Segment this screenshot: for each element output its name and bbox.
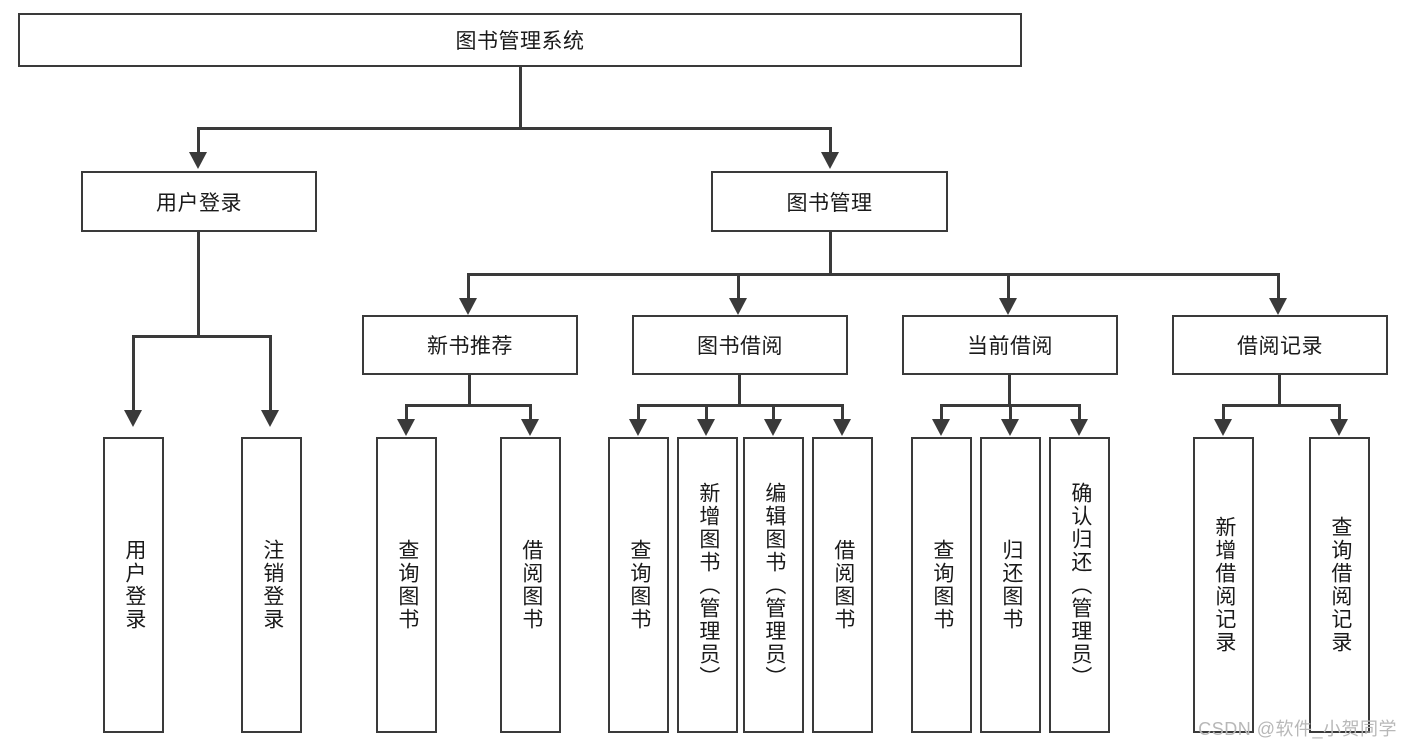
node-borrow-record[interactable]: 借阅记录 xyxy=(1172,315,1388,375)
connector-book-borrow-stem xyxy=(738,375,741,407)
connector-bm-to-current-borrow xyxy=(1007,273,1010,303)
leaf-book-borrow-borrow-book[interactable]: 借阅图书 xyxy=(812,437,873,733)
arrowhead-root-to-book-management xyxy=(821,152,839,169)
connector-user-login-to-leaf-1 xyxy=(132,335,135,411)
connector-root-stem xyxy=(519,67,522,127)
connector-current-borrow-stem xyxy=(1008,375,1011,407)
connector-borrow-record-stem xyxy=(1278,375,1281,407)
connector-bm-to-book-borrow xyxy=(737,273,740,303)
leaf-new-book-query-book[interactable]: 查询图书 xyxy=(376,437,437,733)
connector-user-login-bus xyxy=(132,335,271,338)
node-label: 图书借阅 xyxy=(697,335,783,358)
watermark-text: CSDN @软件_小贺同学 xyxy=(1198,719,1397,739)
connector-borrow-record-to-leaf-1 xyxy=(1222,404,1225,421)
node-label: 图书管理系统 xyxy=(455,30,585,53)
arrowhead-borrow-record-to-leaf-1 xyxy=(1214,419,1232,436)
connector-book-management-bus xyxy=(467,273,1277,276)
connector-bm-to-new-book xyxy=(467,273,470,303)
arrowhead-book-borrow-to-leaf-4 xyxy=(833,419,851,436)
connector-book-borrow-to-leaf-1 xyxy=(637,404,640,421)
node-label: 借阅图书 xyxy=(519,539,543,631)
connector-root-bus xyxy=(197,127,832,130)
node-label: 用户登录 xyxy=(156,191,242,215)
node-book-management[interactable]: 图书管理 xyxy=(711,171,948,232)
arrowhead-bm-to-borrow-record xyxy=(1269,298,1287,315)
node-label: 新书推荐 xyxy=(427,335,513,358)
connector-new-book-bus xyxy=(405,404,532,407)
connector-bm-to-borrow-record xyxy=(1277,273,1280,303)
leaf-book-borrow-query-book[interactable]: 查询图书 xyxy=(608,437,669,733)
leaf-current-borrow-return-book[interactable]: 归还图书 xyxy=(980,437,1041,733)
arrowhead-bm-to-book-borrow xyxy=(729,298,747,315)
connector-book-borrow-to-leaf-3 xyxy=(772,404,775,421)
leaf-new-book-borrow-book[interactable]: 借阅图书 xyxy=(500,437,561,733)
arrowhead-bm-to-current-borrow xyxy=(999,298,1017,315)
connector-book-borrow-to-leaf-4 xyxy=(841,404,844,421)
connector-current-borrow-to-leaf-2 xyxy=(1009,404,1012,421)
leaf-book-borrow-edit-book-admin[interactable]: 编辑图书（管理员） xyxy=(743,437,804,733)
node-book-borrow[interactable]: 图书借阅 xyxy=(632,315,848,375)
connector-new-book-to-leaf-2 xyxy=(529,404,532,421)
connector-user-login-to-leaf-2 xyxy=(269,335,272,411)
connector-current-borrow-to-leaf-3 xyxy=(1078,404,1081,421)
connector-current-borrow-to-leaf-1 xyxy=(940,404,943,421)
node-user-login[interactable]: 用户登录 xyxy=(81,171,317,232)
node-label: 查询图书 xyxy=(395,539,419,631)
arrowhead-book-borrow-to-leaf-1 xyxy=(629,419,647,436)
node-label: 归还图书 xyxy=(999,539,1023,631)
arrowhead-new-book-to-leaf-2 xyxy=(521,419,539,436)
node-new-book-recommend[interactable]: 新书推荐 xyxy=(362,315,578,375)
node-label: 借阅记录 xyxy=(1237,335,1323,358)
leaf-borrow-record-query-record[interactable]: 查询借阅记录 xyxy=(1309,437,1370,733)
node-label: 确认归还（管理员） xyxy=(1068,481,1092,689)
leaf-current-borrow-query-book[interactable]: 查询图书 xyxy=(911,437,972,733)
arrowhead-user-login-to-leaf-1 xyxy=(124,410,142,427)
node-label: 当前借阅 xyxy=(967,335,1053,358)
node-label: 用户登录 xyxy=(122,539,146,631)
arrowhead-current-borrow-to-leaf-2 xyxy=(1001,419,1019,436)
connector-root-to-user-login xyxy=(197,127,200,153)
connector-book-borrow-bus xyxy=(637,404,844,407)
connector-new-book-stem xyxy=(468,375,471,407)
leaf-book-borrow-add-book-admin[interactable]: 新增图书（管理员） xyxy=(677,437,738,733)
node-label: 借阅图书 xyxy=(831,539,855,631)
leaf-borrow-record-add-record[interactable]: 新增借阅记录 xyxy=(1193,437,1254,733)
node-label: 查询图书 xyxy=(627,539,651,631)
connector-book-management-stem xyxy=(829,232,832,276)
arrowhead-book-borrow-to-leaf-2 xyxy=(697,419,715,436)
node-label: 注销登录 xyxy=(260,539,284,631)
node-label: 图书管理 xyxy=(786,191,873,215)
arrowhead-new-book-to-leaf-1 xyxy=(397,419,415,436)
connector-borrow-record-to-leaf-2 xyxy=(1338,404,1341,421)
node-label: 新增借阅记录 xyxy=(1212,516,1236,654)
node-current-borrow[interactable]: 当前借阅 xyxy=(902,315,1118,375)
node-label: 新增图书（管理员） xyxy=(696,481,720,689)
leaf-current-borrow-confirm-return-admin[interactable]: 确认归还（管理员） xyxy=(1049,437,1110,733)
connector-new-book-to-leaf-1 xyxy=(405,404,408,421)
node-label: 编辑图书（管理员） xyxy=(762,481,786,689)
arrowhead-current-borrow-to-leaf-3 xyxy=(1070,419,1088,436)
arrowhead-user-login-to-leaf-2 xyxy=(261,410,279,427)
connector-borrow-record-bus xyxy=(1222,404,1341,407)
node-label: 查询图书 xyxy=(930,539,954,631)
connector-book-borrow-to-leaf-2 xyxy=(705,404,708,421)
node-label: 查询借阅记录 xyxy=(1328,516,1352,654)
leaf-user-login-logout[interactable]: 注销登录 xyxy=(241,437,302,733)
connector-user-login-stem xyxy=(197,232,200,338)
node-root-book-management-system[interactable]: 图书管理系统 xyxy=(18,13,1022,67)
arrowhead-book-borrow-to-leaf-3 xyxy=(764,419,782,436)
arrowhead-borrow-record-to-leaf-2 xyxy=(1330,419,1348,436)
arrowhead-root-to-user-login xyxy=(189,152,207,169)
arrowhead-current-borrow-to-leaf-1 xyxy=(932,419,950,436)
leaf-user-login-login[interactable]: 用户登录 xyxy=(103,437,164,733)
arrowhead-bm-to-new-book xyxy=(459,298,477,315)
connector-root-to-book-management xyxy=(829,127,832,153)
